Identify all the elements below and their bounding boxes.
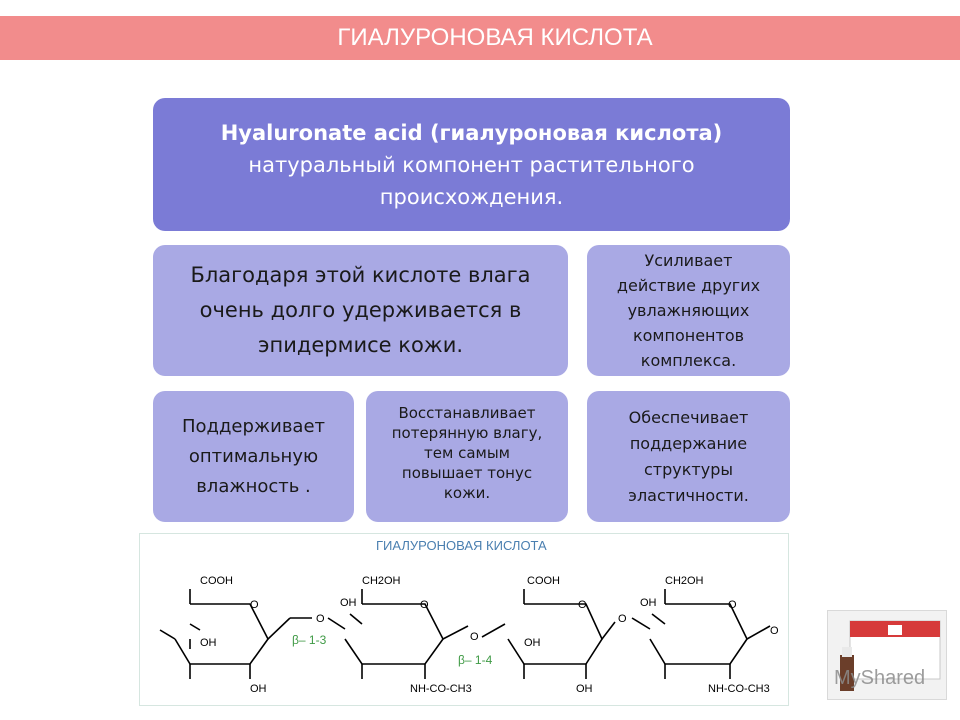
main-box-title: Hyaluronate acid (гиалуроновая кислота): [220, 120, 723, 145]
label-o-7: O: [728, 599, 737, 611]
label-oh-1: OH: [200, 637, 217, 649]
label-o-6: O: [618, 613, 627, 625]
label-ch2oh-2: CH2OH: [665, 575, 704, 587]
label-ch2oh-1: CH2OH: [362, 575, 401, 587]
optimal-moisture-box: Поддерживает оптимальную влажность .: [153, 391, 354, 522]
product-image: [840, 620, 941, 691]
elasticity-structure-box: Обеспечивает поддержание структуры эласт…: [587, 391, 790, 522]
label-oh-4: OH: [524, 637, 541, 649]
title-banner: [0, 16, 960, 60]
label-cooh-1: COOH: [200, 575, 233, 587]
label-oh-2: OH: [250, 683, 267, 695]
label-o-3: O: [420, 599, 429, 611]
label-nhcoch3-2: NH-CO-CH3: [708, 683, 770, 695]
structure-title: ГИАЛУРОНОВАЯ КИСЛОТА: [376, 538, 547, 553]
restore-moisture-box: Восстанавливает потерянную влагу, тем са…: [366, 391, 568, 522]
slide-title: ГИАЛУРОНОВАЯ КИСЛОТА: [337, 24, 653, 51]
label-o-8: O: [770, 625, 779, 637]
label-oh-6: OH: [640, 597, 657, 609]
label-o-1: O: [250, 599, 259, 611]
enhance-action-box: Усиливает действие других увлажняющих ко…: [587, 245, 790, 376]
watermark: MyShared: [834, 667, 926, 689]
label-oh-3: OH: [340, 597, 357, 609]
structure-drawing: COOH CH2OH COOH CH2OH OH OH OH OH OH OH …: [159, 575, 779, 695]
product-thumbnail: MyShared: [827, 610, 947, 700]
label-o-5: O: [578, 599, 587, 611]
main-description-box: Hyaluronate acid (гиалуроновая кислота) …: [153, 98, 790, 231]
label-cooh-2: COOH: [527, 575, 560, 587]
label-beta-1-3: β– 1-3: [292, 633, 327, 647]
label-o-2: O: [316, 613, 325, 625]
label-beta-1-4: β– 1-4: [458, 653, 493, 667]
moisture-retention-box: Благодаря этой кислоте влага очень долго…: [153, 245, 568, 376]
label-oh-5: OH: [576, 683, 593, 695]
chemical-structure-diagram: ГИАЛУРОНОВАЯ КИСЛОТА: [139, 533, 789, 706]
main-box-text: натуральный компонент растительного прои…: [248, 152, 695, 209]
label-nhcoch3-1: NH-CO-CH3: [410, 683, 472, 695]
label-o-4: O: [470, 631, 479, 643]
